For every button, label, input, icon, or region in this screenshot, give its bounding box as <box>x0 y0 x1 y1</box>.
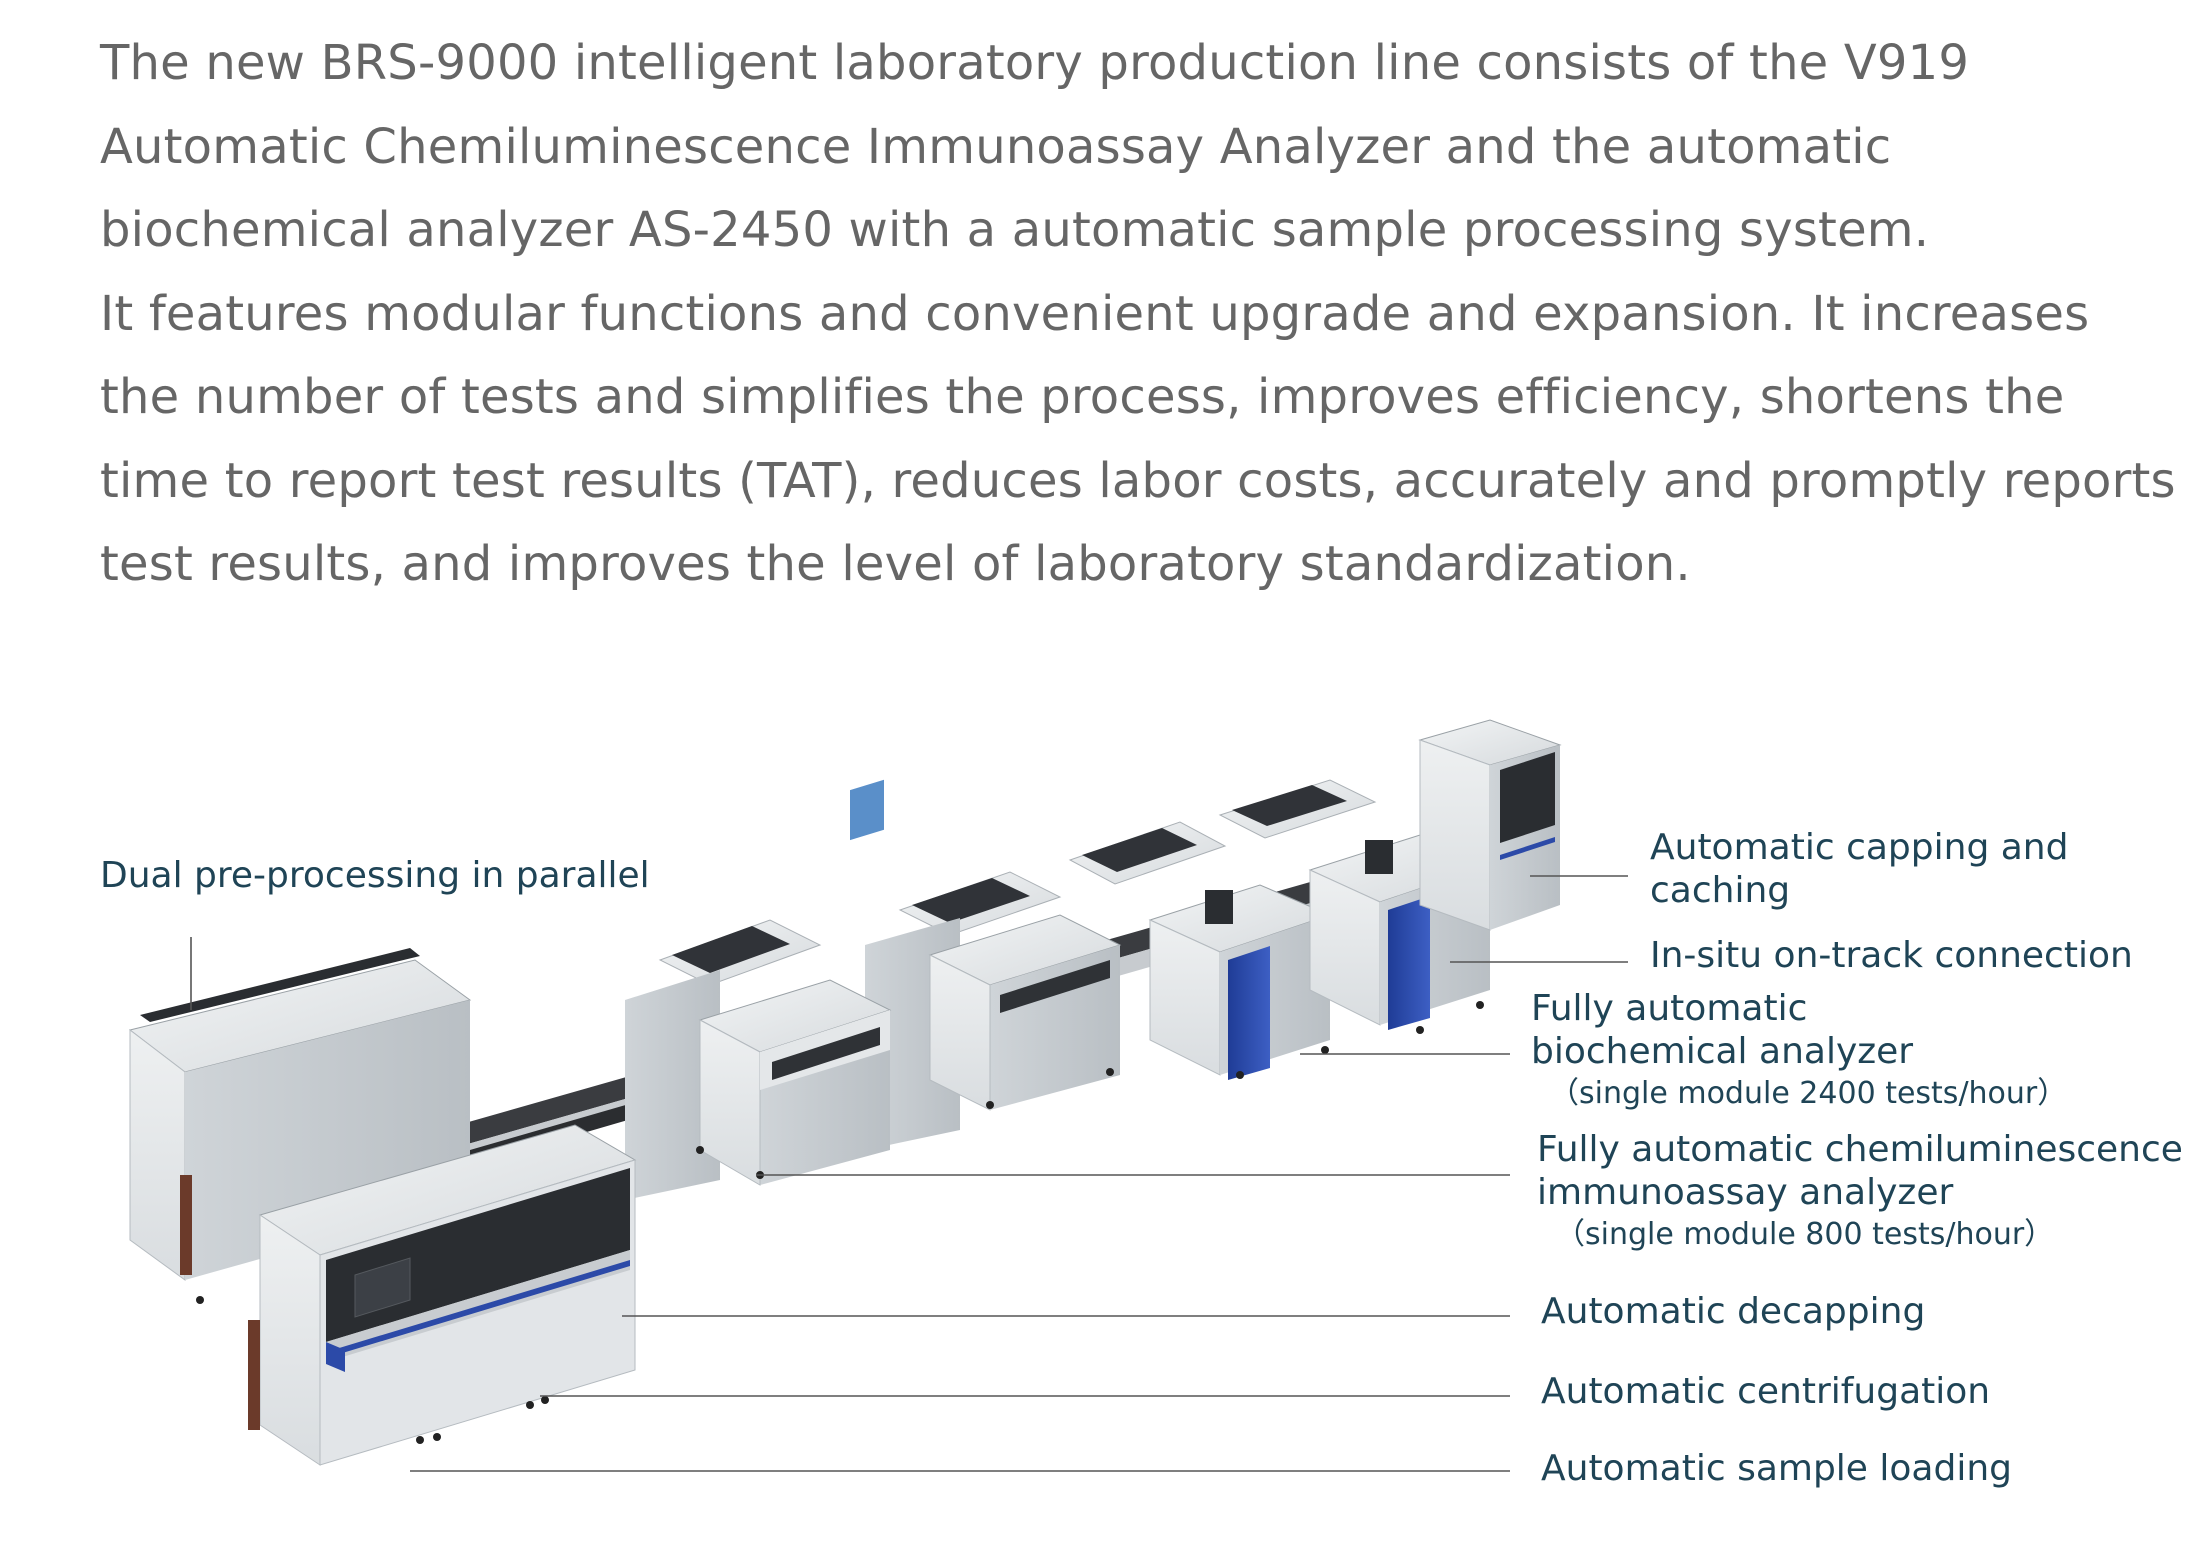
label-line: biochemical analyzer <box>1531 1031 1914 1072</box>
label-chemiluminescence-analyzer: Fully automatic chemiluminescence immuno… <box>1537 1128 2183 1256</box>
intro-line: the number of tests and simplifies the p… <box>100 369 2065 425</box>
label-line: Fully automatic <box>1531 988 1808 1029</box>
biochemical-analyzer-1 <box>1148 884 1332 1080</box>
immunoassay-module-back-3 <box>1068 821 1227 885</box>
label-text: In-situ on-track connection <box>1650 935 2133 976</box>
immunoassay-module-back-1 <box>625 919 822 1200</box>
label-subline: （single module 2400 tests/hour） <box>1549 1076 2068 1111</box>
label-dual-preprocessing: Dual pre-processing in parallel <box>100 854 650 897</box>
label-insitu-connection: In-situ on-track connection <box>1650 934 2133 977</box>
label-text: Automatic centrifugation <box>1541 1371 1991 1412</box>
label-line: Fully automatic chemiluminescence <box>1537 1129 2183 1170</box>
intro-paragraph: The new BRS-9000 intelligent laboratory … <box>100 22 2176 607</box>
label-biochemical-analyzer: Fully automatic biochemical analyzer （si… <box>1531 987 2067 1115</box>
leader-lines <box>190 875 1628 1472</box>
intro-line: biochemical analyzer AS-2450 with a auto… <box>100 202 1930 258</box>
label-capping-caching: Automatic capping and caching <box>1650 826 2068 912</box>
label-text: Automatic decapping <box>1541 1291 1926 1332</box>
chemiluminescence-analyzer-1 <box>696 779 892 1186</box>
chemiluminescence-analyzer-2 <box>928 914 1122 1111</box>
label-line: caching <box>1650 870 1791 911</box>
label-text: Dual pre-processing in parallel <box>100 855 650 896</box>
label-text: Automatic sample loading <box>1541 1448 2013 1489</box>
intro-line: test results, and improves the level of … <box>100 536 1691 592</box>
label-sample-loading: Automatic sample loading <box>1541 1447 2012 1490</box>
pre-processing-unit-front <box>248 1124 637 1466</box>
capping-caching-module <box>1418 719 1562 931</box>
label-line: immunoassay analyzer <box>1537 1172 1954 1213</box>
intro-line: time to report test results (TAT), reduc… <box>100 452 2176 509</box>
intro-line: Automatic Chemiluminescence Immunoassay … <box>100 118 1892 175</box>
label-centrifugation: Automatic centrifugation <box>1541 1370 1990 1413</box>
immunoassay-module-back-4 <box>1218 779 1377 839</box>
label-subline: （single module 800 tests/hour） <box>1555 1217 2055 1252</box>
label-decapping: Automatic decapping <box>1541 1290 1925 1333</box>
label-line: Automatic capping and <box>1650 827 2069 868</box>
intro-line: It features modular functions and conven… <box>100 285 2090 342</box>
intro-line: The new BRS-9000 intelligent laboratory … <box>100 35 1970 91</box>
